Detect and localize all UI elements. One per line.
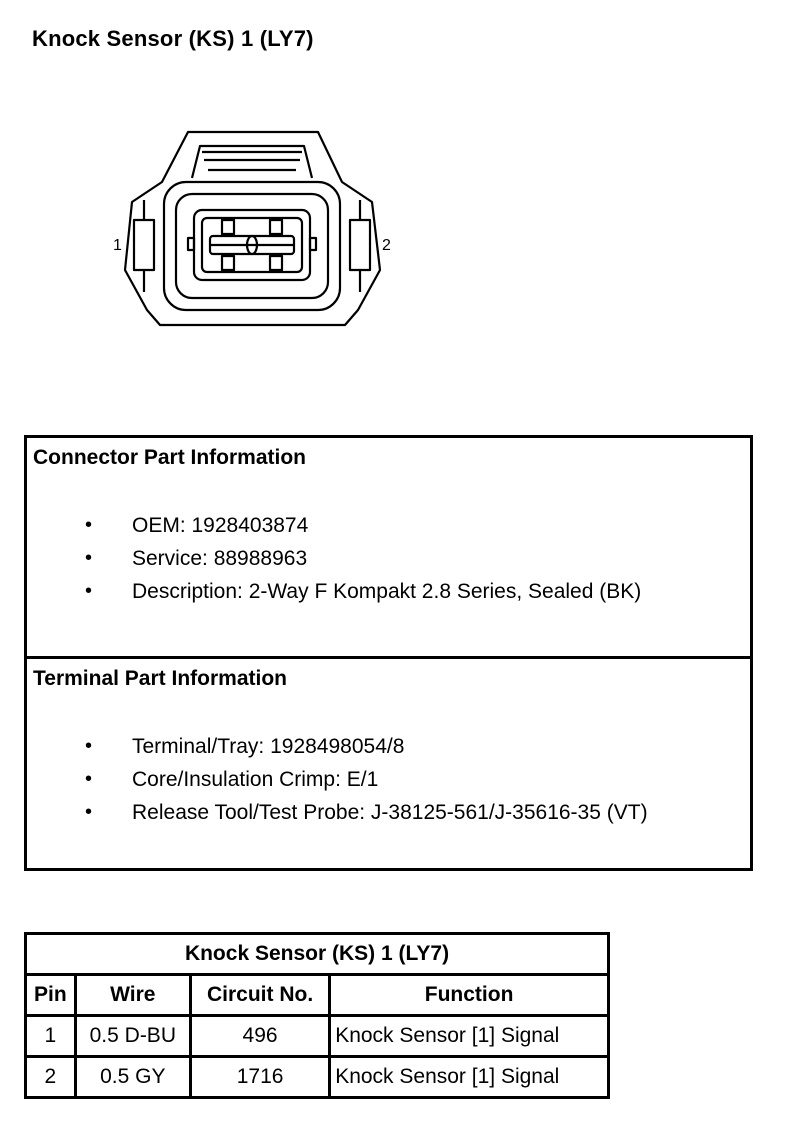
list-item-text: OEM: 1928403874 [132,514,309,537]
cell-function: Knock Sensor [1] Signal [328,1055,610,1099]
column-header-circuit: Circuit No. [188,973,332,1017]
list-item-text: Terminal/Tray: 1928498054/8 [132,735,405,758]
bullet-icon: • [85,735,93,757]
cell-wire: 0.5 GY [73,1055,192,1099]
terminal-part-information: Terminal Part Information • Terminal/Tray… [27,659,750,868]
cell-wire: 0.5 D-BU [73,1014,192,1058]
bullet-icon: • [85,768,93,790]
cell-circuit: 1716 [188,1055,332,1099]
list-item-text: Service: 88988963 [132,547,308,570]
bullet-icon: • [85,547,93,569]
pin-table: Knock Sensor (KS) 1 (LY7) Pin Wire Circu… [24,932,610,1099]
connector-diagram: 1 2 [113,130,391,327]
column-header-function: Function [328,973,610,1017]
pin-table-title: Knock Sensor (KS) 1 (LY7) [24,932,610,976]
list-item-text: Release Tool/Test Probe: J-38125-561/J-3… [132,801,648,824]
connector-latch [190,144,314,179]
cell-function: Knock Sensor [1] Signal [328,1014,610,1058]
cell-pin: 1 [24,1014,77,1058]
bullet-icon: • [85,580,93,602]
part-information-box: Connector Part Information • OEM: 1928403… [24,435,753,871]
column-header-pin: Pin [24,973,77,1017]
connector-housing-outline [123,130,382,327]
terminal-info-heading: Terminal Part Information [33,667,287,690]
pin-table-header-row: Pin Wire Circuit No. Function [24,973,610,1017]
list-item-text: Description: 2-Way F Kompakt 2.8 Series,… [132,580,642,603]
column-header-wire: Wire [73,973,192,1017]
table-row: 1 0.5 D-BU 496 Knock Sensor [1] Signal [24,1014,610,1058]
connector-part-information: Connector Part Information • OEM: 1928403… [27,438,750,659]
connector-info-heading: Connector Part Information [33,446,307,469]
list-item-text: Core/Insulation Crimp: E/1 [132,768,379,791]
page-title: Knock Sensor (KS) 1 (LY7) [32,26,314,51]
pin-label-1: 1 [113,237,122,254]
cell-circuit: 496 [188,1014,332,1058]
bullet-icon: • [85,801,93,823]
connector-seal-outer [162,180,342,312]
cell-pin: 2 [24,1055,77,1099]
table-row: 2 0.5 GY 1716 Knock Sensor [1] Signal [24,1055,610,1099]
bullet-icon: • [85,514,93,536]
pin-label-2: 2 [382,237,391,254]
